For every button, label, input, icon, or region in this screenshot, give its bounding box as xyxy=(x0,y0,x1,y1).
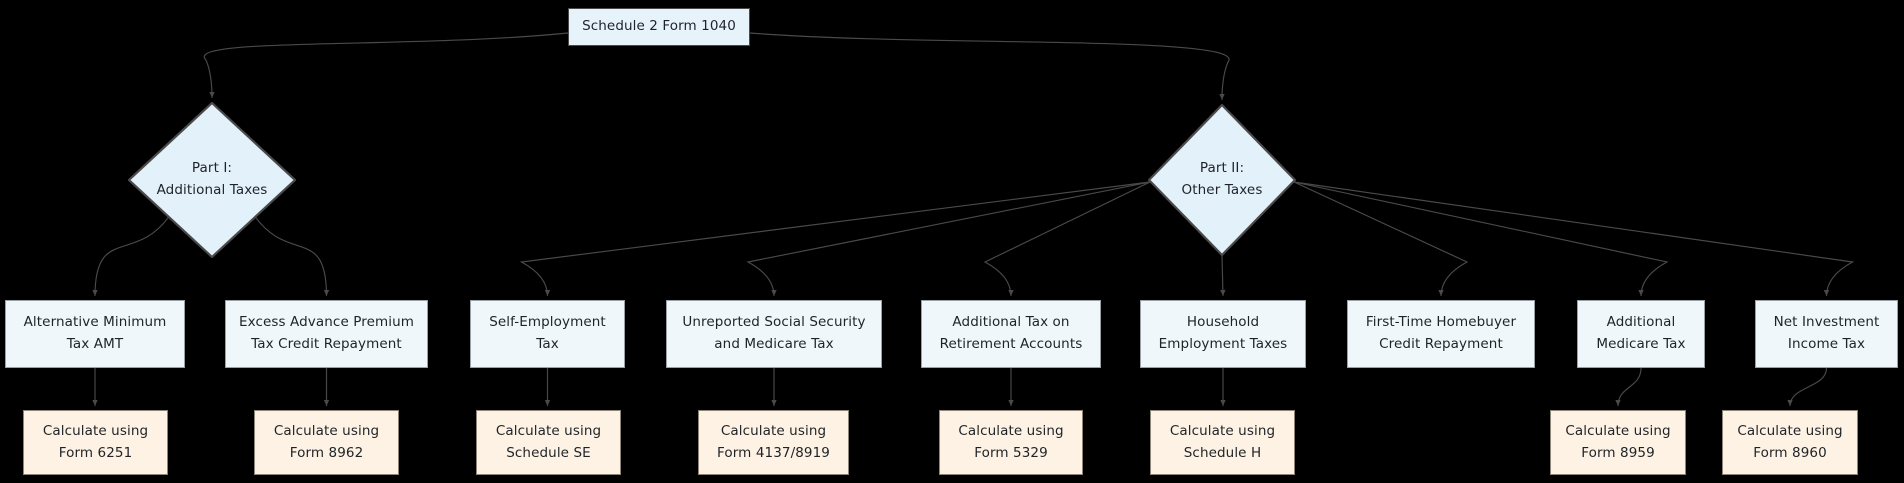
decision-part2-line-1: Part II: xyxy=(1199,160,1245,177)
node-se-line-1: Self-Employment xyxy=(489,314,606,331)
node-premium-line-2: Tax Credit Repayment xyxy=(251,336,402,352)
node-household-line-2: Employment Taxes xyxy=(1158,336,1288,352)
decision-part1-label: Part I: Additional Taxes xyxy=(157,158,268,202)
node-netinvest-calc-line-2: Form 8960 xyxy=(1753,444,1827,461)
node-premium-calc-line-2: Form 8962 xyxy=(289,444,364,461)
node-amt-calc-line-2: Form 6251 xyxy=(58,444,133,461)
node-netinvest-line-2: Income Tax xyxy=(1787,336,1866,352)
node-homebuyer-line-2: Credit Repayment xyxy=(1379,336,1503,352)
node-unreported[interactable]: Unreported Social Security and Medicare T… xyxy=(666,300,882,368)
node-amt-calc-line-1: Calculate using xyxy=(42,422,149,439)
node-unreported-line-2: and Medicare Tax xyxy=(714,336,834,352)
node-retirement[interactable]: Additional Tax on Retirement Accounts xyxy=(921,300,1101,368)
node-unreported-calc-line-2: Form 4137/8919 xyxy=(717,444,830,461)
edge xyxy=(203,32,569,99)
node-amt-line-2: Tax AMT xyxy=(66,336,124,352)
edge xyxy=(983,181,1151,297)
node-household-line-1: Household xyxy=(1186,314,1260,331)
edge xyxy=(1293,181,1469,297)
node-se-line-2: Tax xyxy=(536,336,559,352)
node-premium-calc-line-1: Calculate using xyxy=(273,422,380,439)
decision-part2-shape xyxy=(1148,104,1296,256)
node-medicare-calc-line-1: Calculate using xyxy=(1565,422,1671,439)
decision-part2-label: Part II: Other Taxes xyxy=(1182,158,1263,202)
edge xyxy=(519,181,1151,297)
node-retirement-line-1: Additional Tax on xyxy=(952,314,1070,331)
node-medicare-line-1: Additional xyxy=(1606,314,1676,331)
decision-part1[interactable]: Part I: Additional Taxes xyxy=(128,102,296,258)
edge xyxy=(746,181,1151,297)
node-unreported-line-1: Unreported Social Security xyxy=(682,314,866,331)
edge xyxy=(1787,367,1828,407)
node-netinvest-line-1: Net Investment xyxy=(1773,314,1880,331)
node-retirement-calc-line-1: Calculate using xyxy=(958,422,1064,439)
decision-part2[interactable]: Part II: Other Taxes xyxy=(1148,104,1296,256)
edge xyxy=(1615,367,1642,407)
node-homebuyer-line-1: First-Time Homebuyer xyxy=(1365,314,1517,331)
node-se-calc-line-2: Schedule SE xyxy=(506,444,591,461)
node-retirement-line-2: Retirement Accounts xyxy=(939,336,1083,352)
node-premium-line-1: Excess Advance Premium xyxy=(238,314,415,331)
node-netinvest-calc-line-1: Calculate using xyxy=(1737,422,1843,439)
decision-part2-line-2: Other Taxes xyxy=(1181,182,1263,198)
edge xyxy=(749,32,1230,101)
decision-part1-line-1: Part I: xyxy=(191,160,233,177)
edge xyxy=(1293,181,1855,297)
node-schedule-2-form-1040[interactable]: Schedule 2 Form 1040 xyxy=(568,8,750,46)
node-retirement-calc-line-2: Form 5329 xyxy=(974,444,1048,461)
node-medicare-line-2: Medicare Tax xyxy=(1596,336,1686,352)
node-se-calc-line-1: Calculate using xyxy=(495,422,602,439)
node-medicare-calc-line-2: Form 8959 xyxy=(1581,444,1655,461)
node-household-calc-line-2: Schedule H xyxy=(1183,444,1262,461)
decision-part1-shape xyxy=(128,102,296,258)
decision-part1-line-2: Additional Taxes xyxy=(156,182,268,198)
edge xyxy=(1293,181,1669,297)
node-schedule-2-form-1040-line-1: Schedule 2 Form 1040 xyxy=(582,18,736,35)
edge xyxy=(1220,255,1226,297)
node-amt-line-1: Alternative Minimum xyxy=(23,314,167,331)
node-unreported-calc-line-1: Calculate using xyxy=(720,422,827,439)
node-household-calc-line-1: Calculate using xyxy=(1169,422,1276,439)
